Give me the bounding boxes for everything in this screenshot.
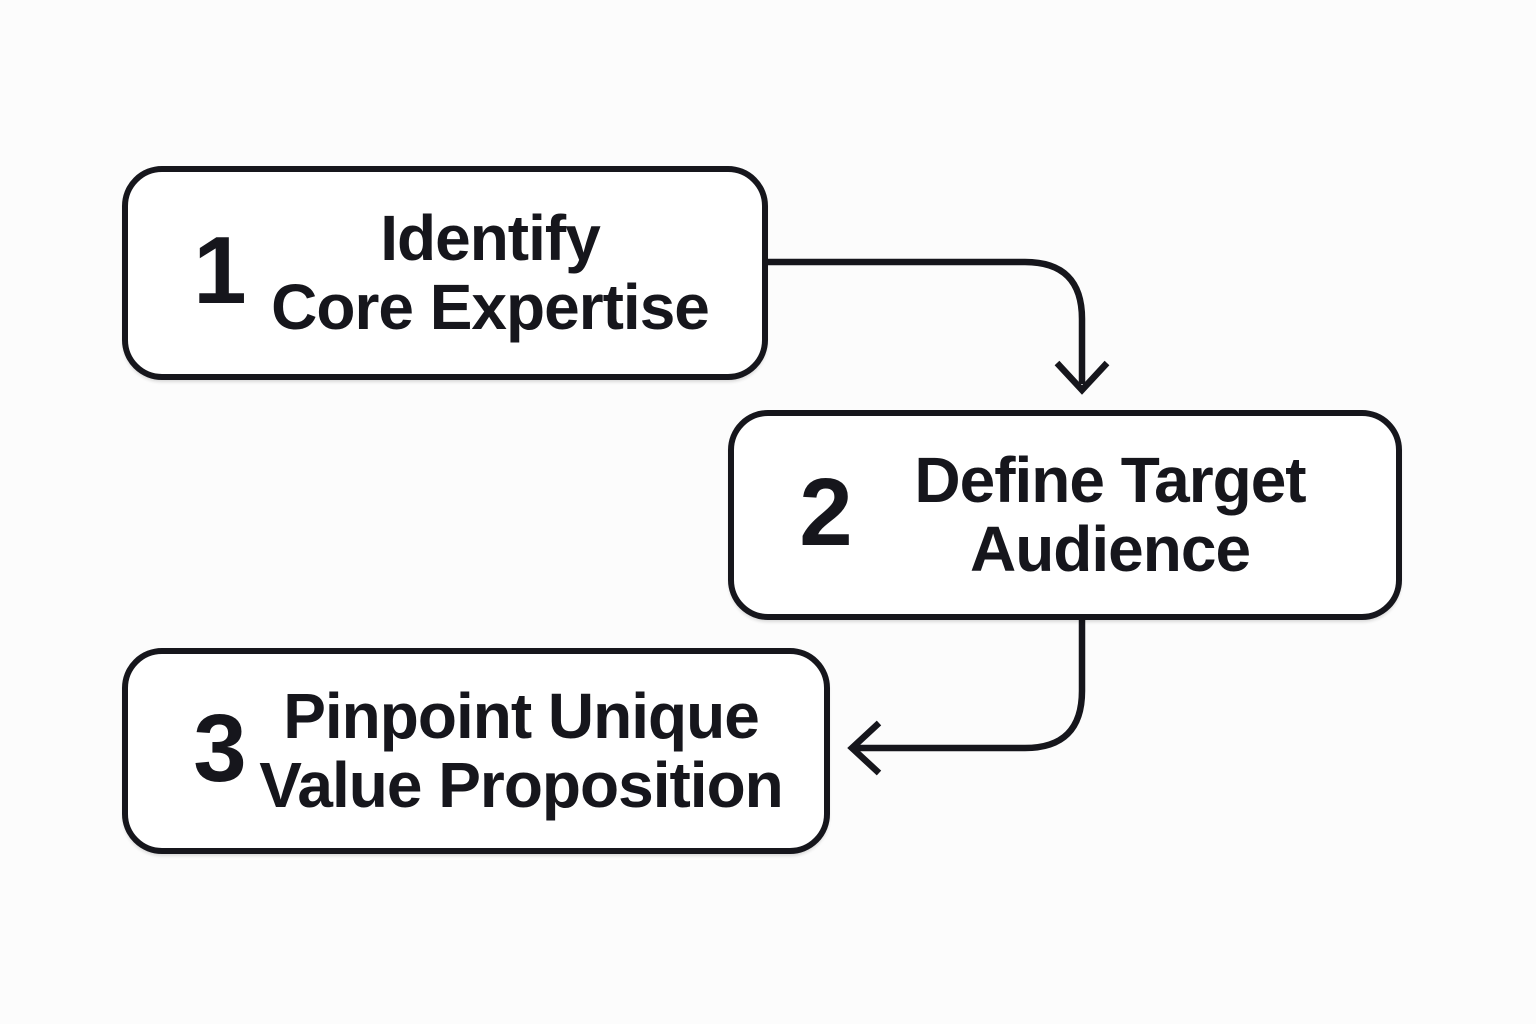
arrowhead-left-icon [847, 720, 882, 776]
arrowhead-down-icon [1054, 360, 1110, 395]
step-2-number: 2 [799, 459, 853, 567]
step-1-number: 1 [193, 217, 247, 325]
step-box-1: 1 Identify Core Expertise [122, 166, 768, 380]
step-3-number: 3 [193, 695, 247, 803]
step-3-label: Pinpoint Unique Value Proposition [128, 654, 824, 848]
step-1-label: Identify Core Expertise [128, 172, 762, 374]
step-1-label-line-1: Identify [380, 201, 601, 274]
connector-step1-to-step2 [766, 258, 1086, 384]
step-box-2: 2 Define Target Audience [728, 410, 1402, 620]
step-2-label-line-2: Audience [969, 513, 1251, 585]
step-2-label: Define Target Audience [734, 416, 1396, 614]
step-3-label-line-2: Value Proposition [259, 749, 784, 821]
step-3-label-line-1: Pinpoint Unique [283, 679, 760, 752]
connector-step2-to-step3 [856, 618, 1086, 752]
step-box-3: 3 Pinpoint Unique Value Proposition [122, 648, 830, 854]
step-2-label-line-1: Define Target [914, 443, 1306, 516]
step-1-label-line-2: Core Expertise [271, 271, 710, 343]
